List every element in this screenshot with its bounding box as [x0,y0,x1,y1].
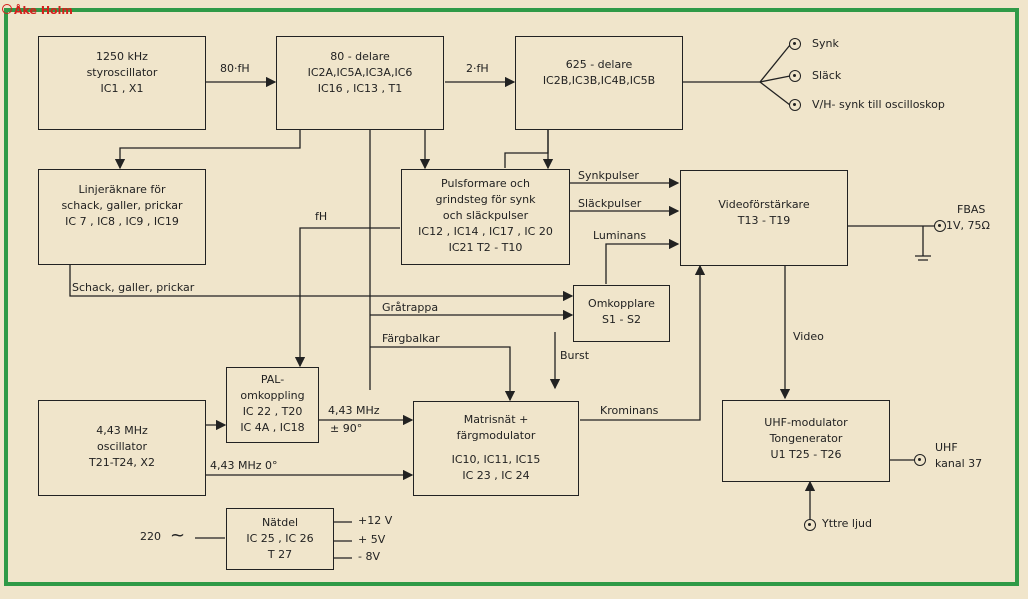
block-styroscillator: 1250 kHz styroscillator IC1 , X1 [38,36,206,130]
terminal-vh [789,99,801,111]
label-vh-synk: V/H- synk till oscilloskop [812,98,945,111]
wire-fh [294,227,400,368]
label-synkpulser: Synkpulser [578,169,639,182]
label-synk: Synk [812,37,839,50]
label-slack: Släck [812,69,842,82]
label-80fh: 80·fH [220,62,250,75]
label-plus5v: + 5V [358,533,386,546]
block-625-delare: 625 - delare IC2B,IC3B,IC4B,IC5B [515,36,683,130]
wire-schack [69,264,574,302]
wire-fargbalkar [370,346,516,402]
terminal-slack [789,70,801,82]
label-plus12v: +12 V [358,514,393,527]
label-schack: Schack, galler, prickar [72,281,195,294]
label-luminans: Luminans [593,229,647,242]
label-yttre-ljud: Yttre ljud [822,517,872,530]
wire-625-up [504,130,549,168]
wire-out-vh [759,81,791,106]
ground-symbol [915,226,931,261]
label-kanal: kanal 37 [935,457,983,470]
label-fargbalkar: Färgbalkar [382,332,440,345]
label-2fh: 2·fH [466,62,489,75]
wire-out-slack [759,75,791,83]
block-matrisnat: Matrisnät + färgmodulator IC10, IC11, IC… [413,401,579,496]
terminal-synk [789,38,801,50]
wire-625-out [683,44,791,83]
terminal-fbas [934,220,946,232]
label-krominans: Krominans [600,404,659,417]
block-uhf-modulator: UHF-modulator Tongenerator U1 T25 - T26 [722,400,890,482]
label-443-90: 4,43 MHz [328,404,380,417]
label-tilde: ~ [170,525,186,546]
label-443-0: 4,43 MHz 0° [210,459,278,472]
copyright-icon [2,4,12,14]
block-pulsformare: Pulsformare och grindsteg för synk och s… [401,169,570,265]
label-fbas-spec: 1V, 75Ω [946,219,990,232]
label-uhf: UHF [935,441,958,454]
block-videoforstarkare: Videoförstärkare T13 - T19 [680,170,848,266]
credit-text: Åke Holm [14,4,73,17]
label-burst: Burst [560,349,590,362]
terminal-yttre-ljud [804,519,816,531]
block-80-delare: 80 - delare IC2A,IC5A,IC3A,IC6 IC16 , IC… [276,36,444,130]
block-443-oscillator: 4,43 MHz oscillator T21-T24, X2 [38,400,206,496]
label-fbas: FBAS [957,203,986,216]
block-pal-omkoppling: PAL- omkoppling IC 22 , T20 IC 4A , IC18 [226,367,319,443]
wire-luminans [605,238,680,284]
label-gratrappa: Gråtrappa [382,301,439,314]
label-video: Video [793,330,824,343]
label-minus8v: - 8V [358,550,380,563]
label-pm90: ± 90° [330,422,363,435]
wire-krominans [580,264,706,421]
photo-credit: Åke Holm [2,4,73,17]
label-slackpulser: Släckpulser [578,197,642,210]
block-omkopplare: Omkopplare S1 - S2 [573,285,670,342]
label-fh: fH [315,210,328,223]
block-natdel: Nätdel IC 25 , IC 26 T 27 [226,508,334,570]
block-linjeraknare: Linjeräknare för schack, galler, prickar… [38,169,206,265]
wire-80-linecounter [114,130,301,170]
terminal-uhf [914,454,926,466]
green-border [4,8,1019,586]
label-220: 220 [140,530,161,543]
